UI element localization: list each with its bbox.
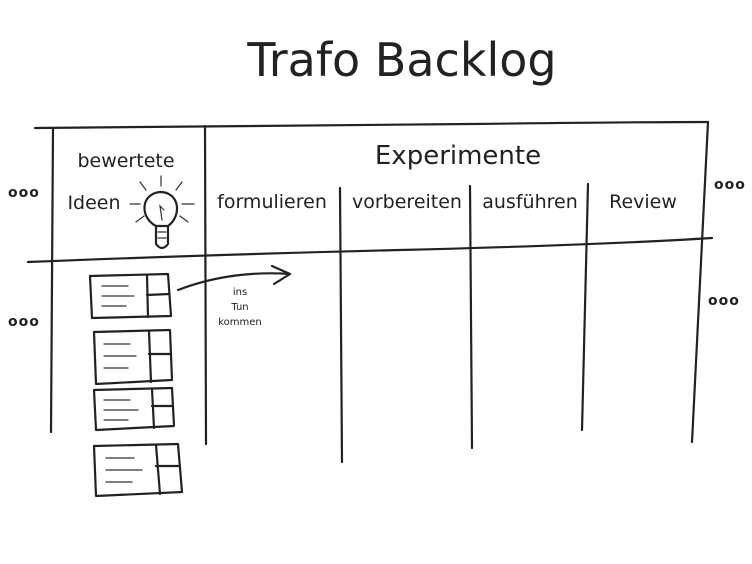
arrow-icon <box>176 264 292 292</box>
column-divider-vorbereiten <box>468 184 474 450</box>
arrow-label-line-1: ins <box>233 287 247 298</box>
ellipsis-left-bottom: ooo <box>8 314 40 330</box>
ideen-label: Ideen <box>67 192 120 214</box>
column-divider-ausfuehren <box>580 182 590 432</box>
arrow-label-line-3: kommen <box>218 317 262 328</box>
column-divider-right <box>690 120 710 444</box>
board-title: Trafo Backlog <box>246 33 556 87</box>
header-separator-line <box>26 236 714 264</box>
arrow-label-line-2: Tun <box>230 302 248 313</box>
column-header-ausfuehren: ausführen <box>482 191 577 213</box>
idea-card <box>92 442 184 498</box>
column-header-formulieren: formulieren <box>217 191 327 213</box>
experimente-heading: Experimente <box>375 141 541 171</box>
bewertete-label: bewertete <box>77 150 174 172</box>
idea-card <box>92 328 174 386</box>
idea-card <box>88 272 173 320</box>
column-header-review: Review <box>609 191 677 213</box>
ellipsis-right-top: ooo <box>714 177 746 193</box>
lightbulb-icon <box>129 175 195 250</box>
ellipsis-right-bottom: ooo <box>708 293 740 309</box>
idea-card <box>92 386 176 432</box>
column-divider-ideen <box>203 124 208 446</box>
column-header-vorbereiten: vorbereiten <box>352 191 462 213</box>
column-divider-left <box>49 126 55 434</box>
column-divider-formulieren <box>338 186 344 464</box>
top-border-line <box>33 120 710 130</box>
ellipsis-left-top: ooo <box>8 185 40 201</box>
